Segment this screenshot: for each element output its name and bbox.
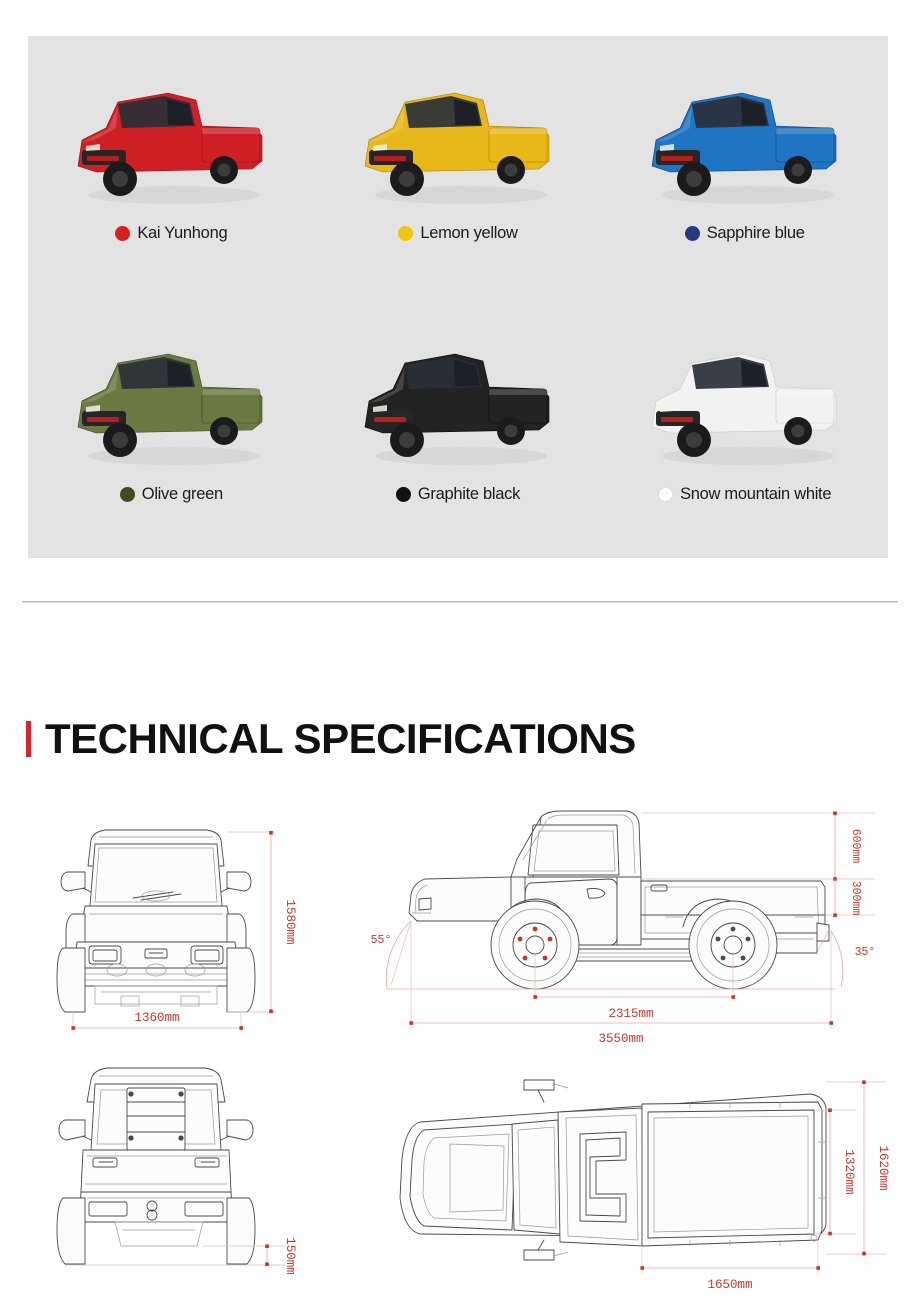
side-view-drawing: 55° 35° 600mm 300mm: [365, 805, 905, 1046]
rear-view-drawing: 150mm: [55, 1058, 325, 1298]
color-gallery-panel: Kai Yunhong: [28, 36, 888, 558]
color-option-3[interactable]: Olive green: [28, 297, 315, 558]
side-view-svg: 55° 35° 600mm 300mm: [371, 810, 876, 1046]
bed-wall-height-dim: 300mm: [849, 881, 862, 916]
top-view-svg: 1320mm 1620mm 1650mm: [399, 1079, 890, 1292]
truck-illustration-2: [651, 92, 836, 204]
page-title: TECHNICAL SPECIFICATIONS: [26, 718, 636, 760]
truck-illustration-5: [651, 353, 836, 465]
swatch-dot-4: [395, 487, 411, 502]
swatch-row-4: Graphite black: [395, 485, 521, 504]
front-view-svg: 1580mm 1360mm: [56, 829, 297, 1032]
swatch-row-0: Kai Yunhong: [115, 224, 228, 243]
bed-length-dim: 1650mm: [707, 1278, 752, 1292]
swatch-dot-3: [119, 487, 135, 502]
swatch-row-5: Snow mountain white: [658, 485, 832, 504]
truck-illustration-3: [77, 353, 263, 465]
bed-inner-width-dim: 1320mm: [842, 1149, 856, 1194]
title-accent-bar: [26, 721, 31, 757]
color-option-0[interactable]: Kai Yunhong: [28, 36, 315, 297]
swatch-row-3: Olive green: [119, 485, 223, 504]
truck-photo-5: [630, 323, 860, 473]
swatch-row-1: Lemon yellow: [398, 224, 518, 243]
wheelbase-dim: 2315mm: [608, 1007, 653, 1021]
departure-angle-dim: 35°: [855, 946, 876, 959]
color-option-2[interactable]: Sapphire blue: [601, 36, 888, 297]
title-text: TECHNICAL SPECIFICATIONS: [45, 715, 636, 762]
swatch-dot-2: [684, 226, 700, 241]
swatch-label-4: Graphite black: [417, 485, 521, 503]
truck-photo-1: [343, 62, 573, 212]
color-option-4[interactable]: Graphite black: [315, 297, 602, 558]
front-view-drawing: 1580mm 1360mm: [55, 810, 325, 1045]
technical-drawings: 1580mm 1360mm: [0, 800, 920, 1300]
color-option-5[interactable]: Snow mountain white: [601, 297, 888, 558]
front-height-dim: 1580mm: [283, 899, 297, 944]
swatch-label-5: Snow mountain white: [680, 485, 832, 503]
swatch-row-2: Sapphire blue: [684, 224, 805, 243]
swatch-label-1: Lemon yellow: [420, 224, 518, 242]
truck-photo-0: [56, 62, 286, 212]
truck-illustration-0: [77, 92, 263, 204]
overall-length-dim: 3550mm: [598, 1032, 643, 1046]
swatch-label-2: Sapphire blue: [706, 224, 805, 242]
truck-illustration-4: [364, 353, 550, 465]
color-option-1[interactable]: Lemon yellow: [315, 36, 602, 297]
truck-photo-4: [343, 323, 573, 473]
truck-photo-2: [630, 62, 860, 212]
top-view-drawing: 1320mm 1620mm 1650mm: [390, 1058, 905, 1298]
swatch-label-3: Olive green: [141, 485, 223, 503]
swatch-dot-1: [398, 226, 414, 241]
color-grid: Kai Yunhong: [28, 36, 888, 558]
front-width-dim: 1360mm: [134, 1011, 179, 1025]
ground-clearance-dim: 150mm: [283, 1237, 297, 1275]
bed-side-height-dim: 600mm: [849, 829, 862, 864]
section-divider: [22, 601, 898, 603]
truck-photo-3: [56, 323, 286, 473]
swatch-dot-5: [658, 487, 674, 502]
approach-angle-dim: 55°: [371, 934, 392, 947]
overall-width-dim: 1620mm: [876, 1145, 890, 1190]
swatch-dot-0: [115, 226, 131, 241]
truck-illustration-1: [364, 92, 550, 204]
rear-view-svg: 150mm: [56, 1067, 297, 1275]
swatch-label-0: Kai Yunhong: [137, 224, 228, 242]
